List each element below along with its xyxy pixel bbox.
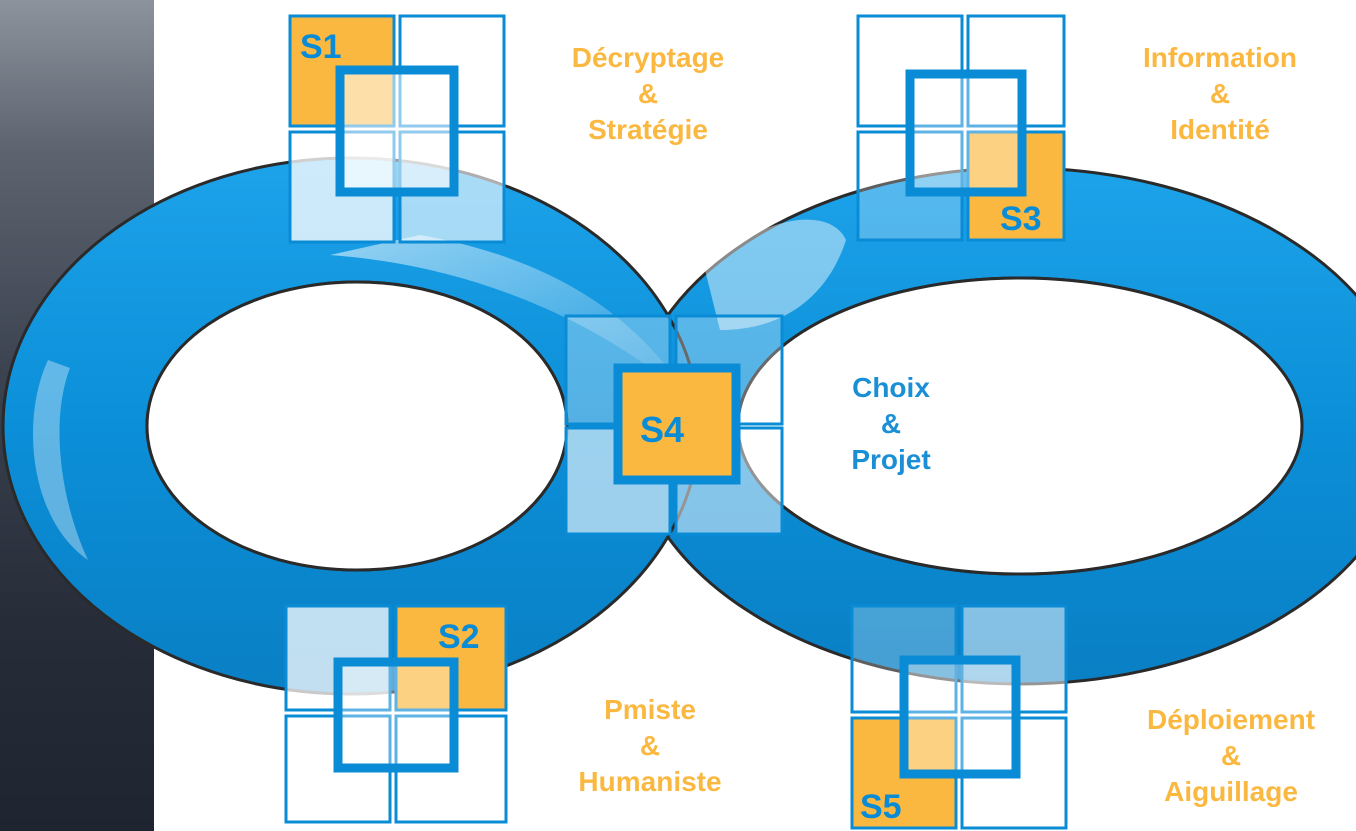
s1-badge: S1 (300, 28, 342, 66)
label-s4-line1: Choix (852, 372, 930, 403)
ring-shine-left (32, 360, 88, 560)
label-s4-line2: & (880, 408, 902, 439)
s1-block-group: S1 (288, 14, 506, 244)
label-s3-line3: Identité (1170, 114, 1270, 145)
label-s3: Information & Identité (1100, 40, 1340, 148)
s2-badge: S2 (438, 618, 480, 656)
s4-block-group: S4 (564, 314, 784, 536)
label-s5: Déploiement & Aiguillage (1106, 702, 1356, 810)
s5-badge: S5 (860, 788, 902, 826)
label-s3-line2: & (1209, 78, 1231, 109)
label-s2-line3: Humaniste (578, 766, 722, 797)
label-s1-line1: Décryptage (571, 42, 725, 73)
label-s1: Décryptage & Stratégie (528, 40, 768, 148)
right-ring (628, 166, 1356, 686)
label-s4: Choix & Projet (806, 370, 976, 478)
ring-shine-top (330, 235, 690, 400)
label-s1-line2: & (637, 78, 659, 109)
s3-block-group: S3 (856, 14, 1066, 242)
label-s2-line2: & (639, 730, 661, 761)
label-s5-line2: & (1220, 740, 1242, 771)
s2-block-group: S2 (284, 604, 508, 824)
label-s2: Pmiste & Humaniste (540, 692, 760, 800)
label-s1-line3: Stratégie (588, 114, 708, 145)
label-s5-line1: Déploiement (1146, 704, 1316, 735)
ring-shine-center (705, 219, 846, 330)
s3-badge: S3 (1000, 200, 1042, 238)
label-s4-line3: Projet (851, 444, 931, 475)
label-s2-line1: Pmiste (604, 694, 696, 725)
s5-block-group: S5 (850, 604, 1068, 830)
label-s5-line3: Aiguillage (1164, 776, 1298, 807)
s4-badge: S4 (640, 409, 684, 450)
label-s3-line1: Information (1143, 42, 1297, 73)
